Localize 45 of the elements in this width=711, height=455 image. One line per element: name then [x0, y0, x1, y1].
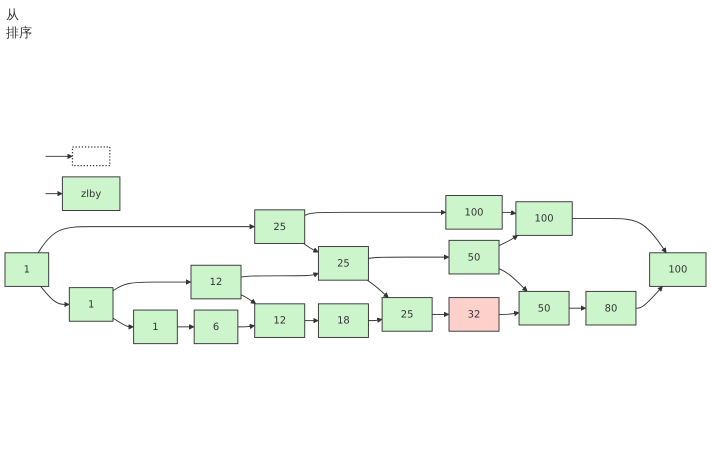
node-box: 1 [133, 309, 178, 344]
node-box: 100 [649, 252, 706, 287]
arrow [112, 278, 192, 291]
node-box: 25 [382, 296, 433, 332]
note-text: 排序 [6, 25, 32, 42]
arrow [432, 311, 450, 317]
node-box: 12 [254, 303, 306, 338]
arrow [366, 279, 389, 298]
node-box: 50 [518, 290, 570, 326]
node-box: 32 [448, 296, 500, 332]
node-box: 25 [318, 246, 369, 280]
node-box: 1 [4, 252, 50, 287]
arrow [237, 323, 255, 329]
arrow [502, 210, 516, 216]
node-box: 25 [254, 209, 306, 244]
note-text: 从 [6, 7, 20, 24]
arrow [304, 318, 319, 324]
arrow [45, 153, 73, 159]
node-box: 100 [515, 200, 573, 236]
arrow [572, 218, 667, 253]
node-box: 12 [190, 264, 242, 299]
arrow [240, 272, 319, 278]
arrow [498, 268, 528, 292]
arrow [45, 190, 63, 196]
arrow [38, 224, 255, 253]
arrow [303, 242, 319, 252]
arrow [498, 234, 518, 246]
node-box: 6 [194, 309, 238, 344]
arrow [112, 317, 134, 330]
arrow [368, 317, 382, 323]
arrow [176, 324, 194, 330]
arrow [368, 254, 450, 260]
arrow [568, 305, 586, 311]
node-box: zlby [62, 176, 120, 211]
node-box: 50 [448, 240, 500, 274]
node-box [72, 146, 110, 166]
arrow [40, 286, 70, 307]
arrow [635, 286, 663, 308]
node-box: 1 [68, 286, 114, 322]
node-box: 80 [585, 290, 636, 326]
arrow [498, 310, 520, 316]
node-box: 100 [445, 194, 503, 230]
arrow [240, 294, 256, 304]
node-box: 18 [318, 303, 369, 338]
arrow [304, 209, 446, 216]
